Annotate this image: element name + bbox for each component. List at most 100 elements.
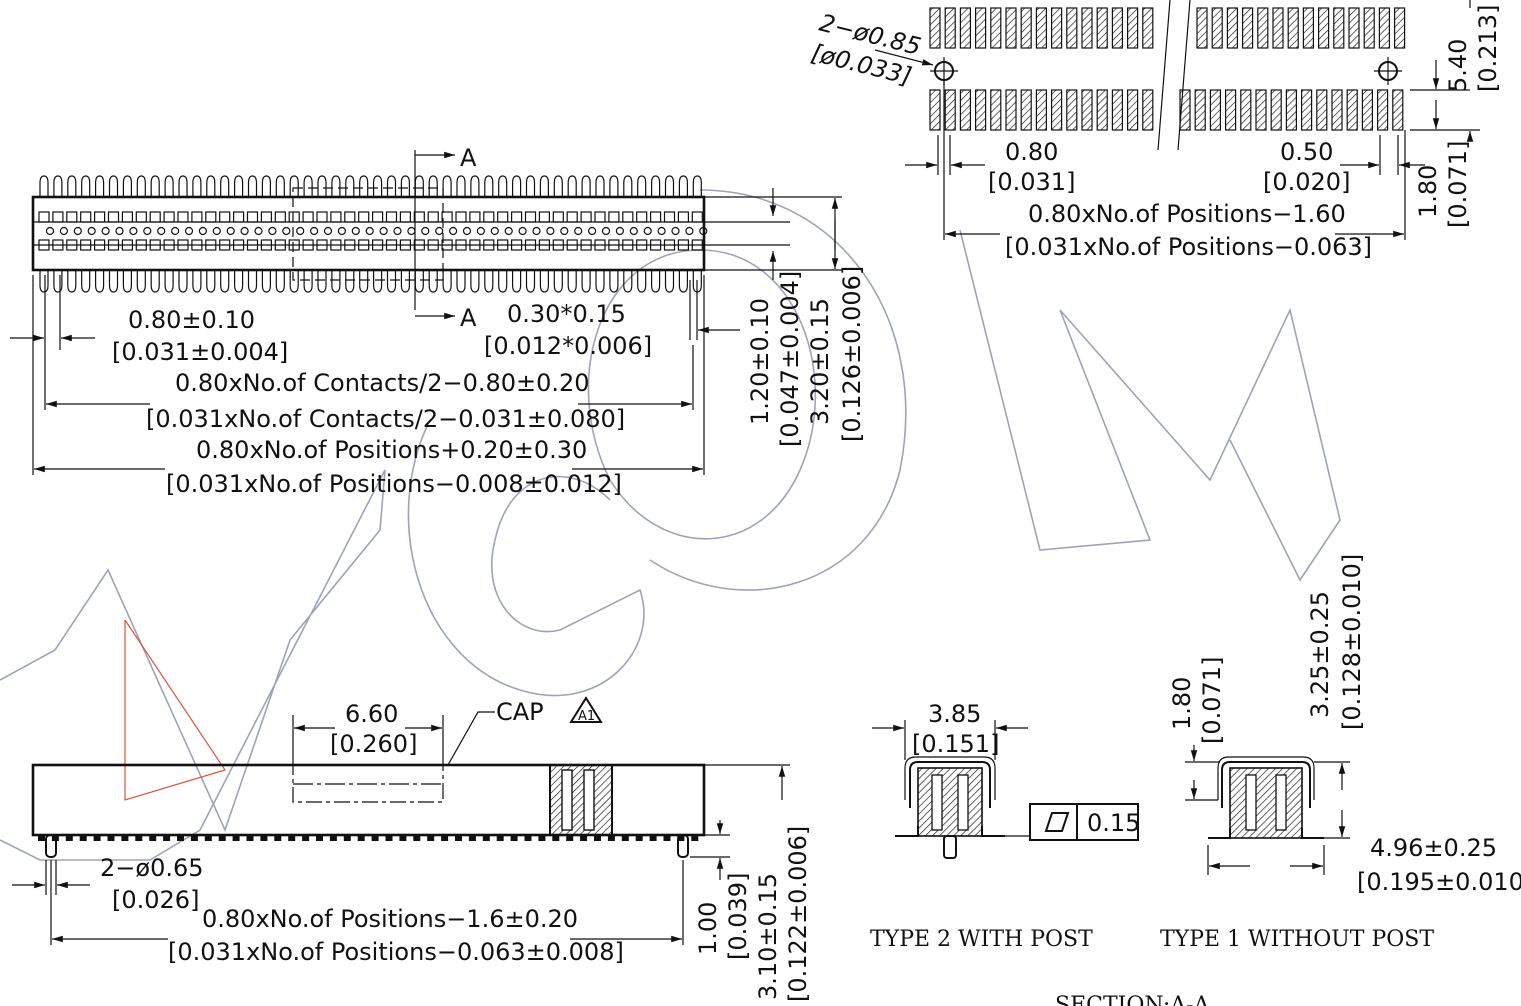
- side-lead: [482, 835, 490, 841]
- contact-lower: [177, 239, 189, 251]
- dim-type1-h1: 1.80: [1168, 677, 1196, 730]
- pin-upper: [651, 175, 661, 197]
- contact-lower: [580, 239, 592, 251]
- contact-lower: [622, 239, 634, 251]
- contact-lower: [385, 239, 398, 251]
- contact-upper: [413, 211, 425, 223]
- side-lead: [65, 835, 73, 841]
- contact-upper: [566, 211, 578, 223]
- contact-hole: [476, 226, 485, 236]
- pin-lower: [164, 270, 174, 293]
- contact-upper: [66, 211, 78, 223]
- pin-upper: [108, 175, 119, 197]
- pin-upper: [261, 175, 271, 197]
- contact-lower: [163, 239, 175, 251]
- contact-lower: [483, 239, 495, 251]
- contact-upper: [497, 211, 509, 223]
- contact-hole: [45, 226, 55, 236]
- pin-upper: [428, 175, 438, 197]
- footprint-pad: [1376, 89, 1389, 131]
- contact-lower: [344, 239, 356, 251]
- pin-lower: [386, 270, 397, 293]
- contact-lower: [413, 239, 425, 251]
- dim-positions: 0.80xNo.of Positions+0.20±0.30: [196, 436, 587, 464]
- pin-upper: [498, 175, 508, 197]
- contact-lower: [316, 239, 328, 251]
- footprint-pad: [1300, 89, 1313, 131]
- pin-lower: [678, 270, 688, 293]
- contact-lower: [524, 239, 537, 251]
- contact-hole: [171, 226, 180, 236]
- contact-lower: [636, 239, 648, 251]
- dim-fp-rowgap: 5.40: [1444, 39, 1472, 92]
- pin-upper: [637, 175, 647, 197]
- pin-upper: [386, 175, 397, 197]
- footprint-pad: [1348, 7, 1360, 49]
- footprint-pad: [1316, 89, 1328, 131]
- footprint-pad: [1005, 7, 1017, 49]
- footprint-pad: [1361, 89, 1374, 131]
- side-lead: [288, 835, 296, 841]
- contact-hole: [421, 226, 430, 236]
- contact-hole: [379, 226, 388, 236]
- contact-lower: [121, 239, 134, 251]
- flatness-value: 0.15: [1087, 809, 1140, 837]
- contact-hole: [157, 226, 166, 236]
- contact-lower: [594, 239, 606, 251]
- contact-lower: [552, 239, 564, 251]
- dim-type1-h2: 3.25±0.25: [1306, 591, 1334, 718]
- pin-upper: [122, 175, 132, 197]
- contact-upper: [580, 211, 592, 223]
- type1-label: TYPE 1 WITHOUT POST: [1160, 927, 1434, 952]
- pin-upper: [67, 175, 77, 197]
- footprint-pad: [1050, 7, 1063, 49]
- pin-upper: [317, 175, 327, 197]
- contact-lower: [288, 239, 300, 251]
- side-lead: [399, 835, 407, 841]
- dim-length-in: [0.031xNo.of Positions−0.063±0.008]: [168, 938, 624, 966]
- contact-upper: [691, 211, 703, 223]
- pin-lower: [331, 270, 341, 293]
- section-title: SECTION:A-A: [1055, 993, 1211, 1006]
- contact-hole: [560, 226, 569, 236]
- side-lead: [149, 835, 157, 841]
- side-lead: [496, 835, 504, 841]
- dim-post-height: 1.00: [694, 902, 722, 955]
- dim-height-b: 3.20±0.15: [806, 298, 834, 425]
- footprint-pad: [1272, 7, 1284, 49]
- contact-hole: [643, 226, 652, 236]
- post-left: [45, 834, 57, 858]
- contact-hole: [365, 226, 374, 236]
- pin-upper: [442, 175, 452, 197]
- pin-lower: [53, 270, 63, 293]
- pin-upper: [359, 175, 369, 197]
- contact-lower: [663, 239, 676, 251]
- contact-upper: [649, 211, 662, 223]
- contact-upper: [511, 211, 523, 223]
- pin-upper: [595, 175, 605, 197]
- side-lead: [621, 835, 629, 841]
- pin-lower: [595, 270, 605, 293]
- dim-fp-pad-in: [0.020]: [1263, 168, 1350, 196]
- footprint-pad: [1050, 89, 1063, 131]
- footprint-pad: [1393, 7, 1406, 49]
- pad-array: [929, 7, 1406, 131]
- pin-upper: [512, 175, 522, 197]
- contact-lower: [691, 239, 703, 251]
- contact-upper: [608, 211, 620, 223]
- footprint-pad: [1209, 89, 1222, 131]
- pin-upper: [345, 175, 355, 197]
- footprint-pad: [1096, 7, 1108, 49]
- section-view: 3.85 [0.151] 0.15 TYPE 2 WITH POST 1.80 …: [870, 554, 1521, 1006]
- contact-hole: [115, 226, 124, 236]
- footprint-pad: [1142, 89, 1154, 131]
- footprint-pad: [1096, 89, 1108, 131]
- contact-upper: [622, 211, 634, 223]
- dim-lead-in: [0.012*0.006]: [484, 332, 652, 360]
- pin-lower: [275, 270, 285, 293]
- pin-upper: [581, 175, 591, 197]
- side-lead: [135, 835, 143, 841]
- footprint-pad: [990, 89, 1002, 131]
- footprint-pad: [1241, 7, 1254, 49]
- contact-hole: [226, 226, 235, 236]
